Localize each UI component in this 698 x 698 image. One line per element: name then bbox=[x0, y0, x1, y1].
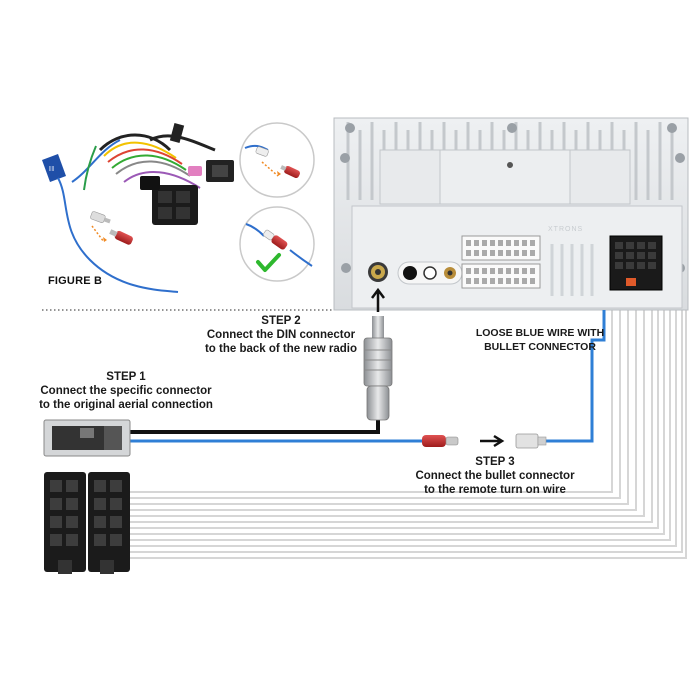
blue-label-tag bbox=[42, 154, 66, 182]
iso-harness-plug bbox=[44, 472, 130, 574]
loose-wire-line2: BULLET CONNECTOR bbox=[484, 341, 596, 353]
aerial-adapter-connector bbox=[43, 419, 131, 457]
aerial-socket bbox=[368, 262, 388, 282]
step-1-label: STEP 1 Connect the specific connector to… bbox=[36, 370, 216, 412]
step-2-line1: Connect the DIN connector bbox=[206, 329, 356, 341]
white-pin-connectors bbox=[461, 235, 541, 289]
figure-bullet-connector bbox=[90, 211, 111, 224]
arrow-right-icon bbox=[480, 434, 505, 448]
pink-connector bbox=[188, 166, 202, 176]
step-1-line1: Connect the specific connector bbox=[40, 385, 212, 397]
loose-wire-label: LOOSE BLUE WIRE WITH BULLET CONNECTOR bbox=[460, 326, 620, 354]
blue-remote-wire bbox=[130, 310, 606, 443]
step-1-title: STEP 1 bbox=[106, 371, 146, 383]
figure-label: FIGURE B bbox=[48, 275, 103, 287]
harness-wires bbox=[130, 310, 687, 559]
step-1-line2: to the original aerial connection bbox=[39, 399, 213, 411]
arrow-up-icon bbox=[371, 287, 385, 312]
radio-iso-socket bbox=[609, 235, 663, 291]
red-bullet-connector bbox=[422, 435, 459, 447]
step-2-title: STEP 2 bbox=[261, 315, 301, 327]
aerial-cable bbox=[130, 420, 380, 434]
female-bullet-connector bbox=[515, 433, 547, 449]
radio-unit bbox=[333, 117, 689, 311]
step-3-title: STEP 3 bbox=[475, 456, 515, 468]
inset-circle-after bbox=[239, 206, 315, 282]
brand-logo-text: XTRONS bbox=[548, 226, 584, 233]
step-3-line2: to the remote turn on wire bbox=[424, 484, 566, 496]
check-icon bbox=[256, 253, 281, 272]
step-3-line1: Connect the bullet connector bbox=[415, 470, 575, 482]
din-aerial-plug bbox=[363, 316, 393, 421]
loose-wire-line1: LOOSE BLUE WIRE WITH bbox=[475, 327, 605, 339]
inset-circle-before bbox=[239, 122, 315, 198]
step-2-line2: to the back of the new radio bbox=[204, 343, 358, 355]
harness-illustration: |||| bbox=[42, 123, 234, 293]
iso-connector-small bbox=[140, 176, 198, 225]
step-2-label: STEP 2 Connect the DIN connector to the … bbox=[196, 314, 366, 356]
step-3-label: STEP 3 Connect the bullet connector to t… bbox=[405, 455, 585, 497]
svg-text:||||: |||| bbox=[49, 166, 54, 172]
